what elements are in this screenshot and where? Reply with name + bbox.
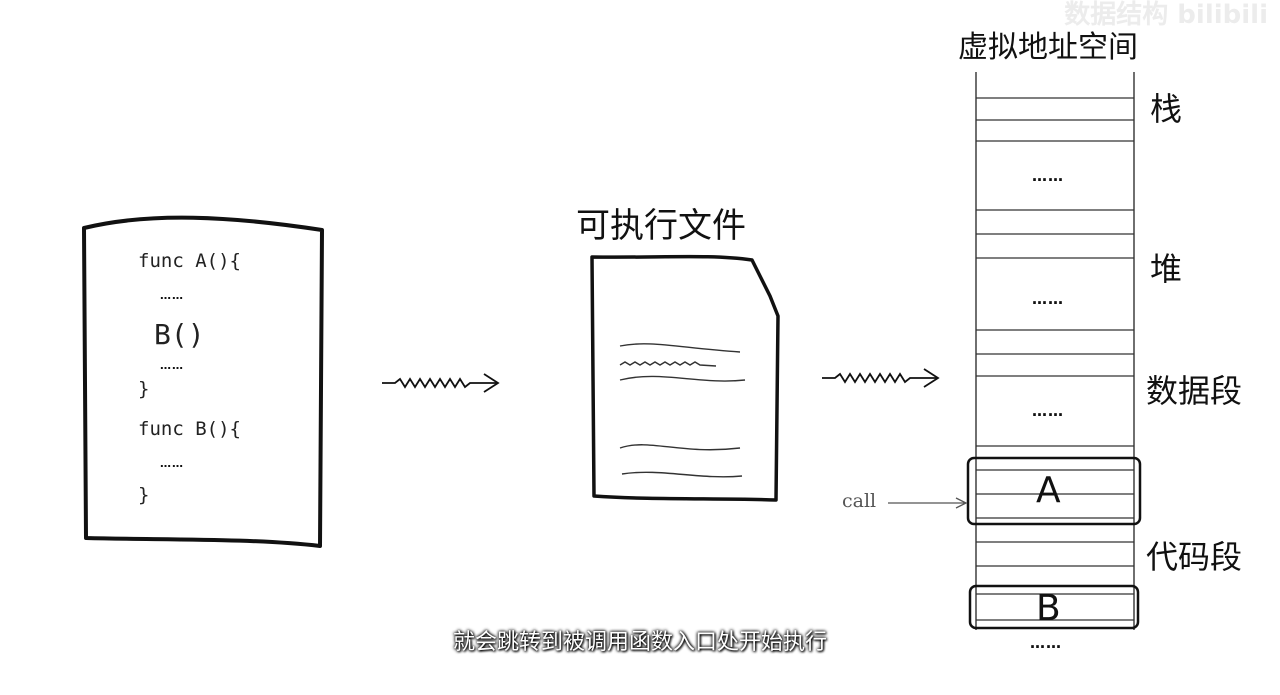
code-line-func-a: func A(){ bbox=[138, 250, 241, 272]
segment-label-code: 代码段 bbox=[1146, 538, 1243, 576]
memory-ellipsis: …… bbox=[1032, 402, 1064, 420]
code-line-close-brace: } bbox=[138, 484, 150, 506]
code-line-call-b: B() bbox=[154, 318, 205, 351]
call-label: call bbox=[842, 490, 877, 512]
function-a-box bbox=[966, 456, 1142, 526]
segment-label-data: 数据段 bbox=[1146, 372, 1243, 410]
memory-ellipsis: …… bbox=[1032, 167, 1064, 185]
function-b-box bbox=[968, 584, 1140, 630]
segment-label-stack: 栈 bbox=[1150, 90, 1183, 128]
arrow-load bbox=[822, 372, 938, 384]
memory-title: 虚拟地址空间 bbox=[958, 30, 1138, 65]
memory-ellipsis: …… bbox=[1030, 634, 1062, 652]
code-line-ellipsis: …… bbox=[160, 359, 184, 372]
executable-title: 可执行文件 bbox=[576, 206, 746, 246]
function-b-label: B bbox=[1036, 588, 1061, 629]
video-subtitle: 就会跳转到被调用函数入口处开始执行 bbox=[452, 630, 827, 655]
segment-label-heap: 堆 bbox=[1150, 250, 1183, 288]
memory-rows bbox=[976, 97, 1134, 621]
source-file-outline bbox=[82, 215, 324, 548]
code-line-func-b: func B(){ bbox=[138, 418, 241, 440]
arrow-compile bbox=[382, 377, 498, 389]
memory-ellipsis: …… bbox=[1032, 290, 1064, 308]
code-line-close-brace: } bbox=[138, 378, 150, 400]
watermark: 数据结构 bilibili bbox=[1064, 0, 1268, 30]
code-line-ellipsis: …… bbox=[160, 289, 184, 302]
function-a-label: A bbox=[1036, 470, 1061, 511]
code-line-ellipsis: …… bbox=[160, 457, 184, 470]
executable-file-outline bbox=[590, 254, 780, 502]
